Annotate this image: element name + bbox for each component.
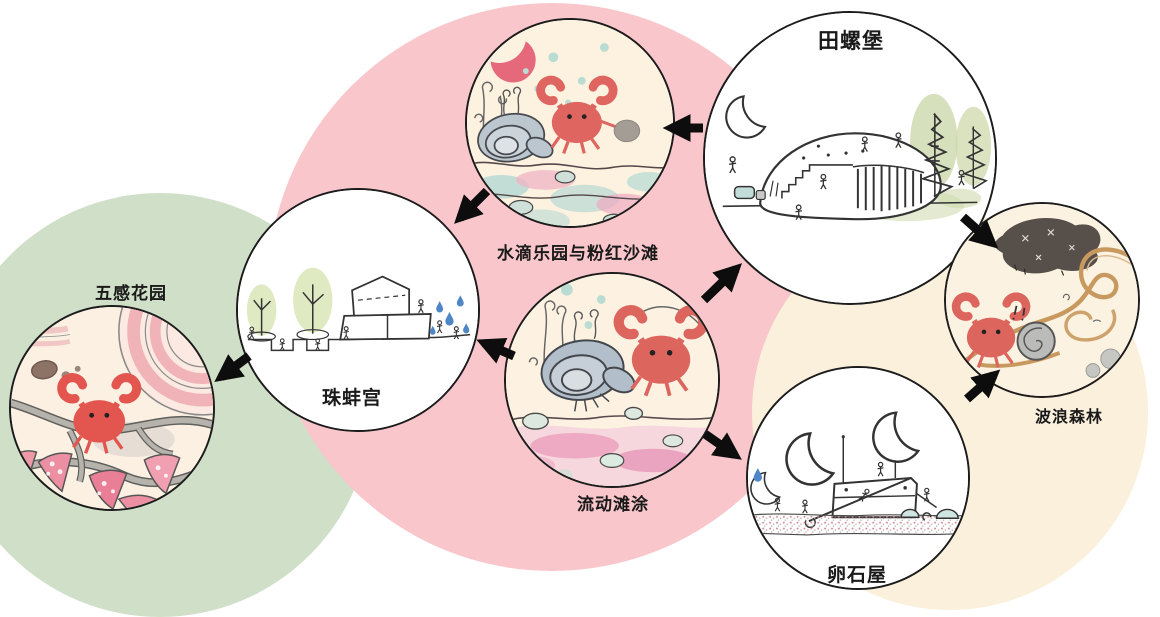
grey-pebble-icon (613, 119, 641, 143)
node-wave-forest (944, 202, 1140, 398)
exclamation-marks (1012, 305, 1026, 321)
label-water-drop-paradise: 水滴乐园与粉红沙滩 (497, 244, 659, 263)
node-snail-fort (703, 11, 997, 305)
crab-arm (599, 119, 617, 129)
fort-dome (759, 132, 942, 221)
pebble-house-illustration (748, 368, 968, 588)
node-pearl-mussel-palace (236, 188, 480, 432)
pearl-mussel-palace-illustration (238, 190, 478, 430)
label-wave-forest: 波浪森林 (1034, 409, 1104, 426)
pine-trees (920, 113, 989, 198)
node-water-drop-paradise (465, 18, 675, 228)
clam-shell-icon (477, 86, 554, 163)
seaweed-curls (528, 300, 703, 378)
teal-pebble-domes (900, 508, 959, 521)
palace-house (339, 275, 432, 341)
dark-rock (994, 217, 1101, 276)
stippled-ground (748, 513, 968, 536)
wave-forest-illustration (946, 204, 1138, 396)
pink-mudflat (506, 406, 718, 486)
oyster-shell-icon (540, 309, 636, 412)
small-curls (1062, 293, 1102, 323)
label-pearl-mussel-palace: 珠蚌宫 (321, 388, 383, 409)
snail-fort-illustration (705, 13, 995, 303)
label-five-senses-garden: 五感花园 (95, 284, 167, 303)
label-snail-fort: 田螺堡 (818, 30, 884, 53)
five-senses-garden-illustration (11, 307, 213, 509)
label-flowing-mudflat: 流动滩涂 (577, 495, 649, 514)
teal-pool (733, 185, 766, 201)
water-drop-paradise-illustration (467, 20, 673, 226)
trees (247, 284, 330, 342)
node-pebble-house (746, 366, 970, 590)
teal-droplets (522, 43, 609, 106)
snail-shell-icon (1016, 321, 1056, 361)
pink-cone-flowers (12, 450, 181, 509)
tan-wave-swirls (962, 247, 1136, 368)
flowing-mudflat-illustration (506, 274, 718, 486)
node-five-senses-garden (9, 305, 215, 511)
label-pebble-house: 卵石屋 (826, 565, 888, 586)
ground-line (247, 333, 471, 352)
node-flowing-mudflat (504, 272, 720, 488)
house-with-slide (804, 435, 937, 529)
